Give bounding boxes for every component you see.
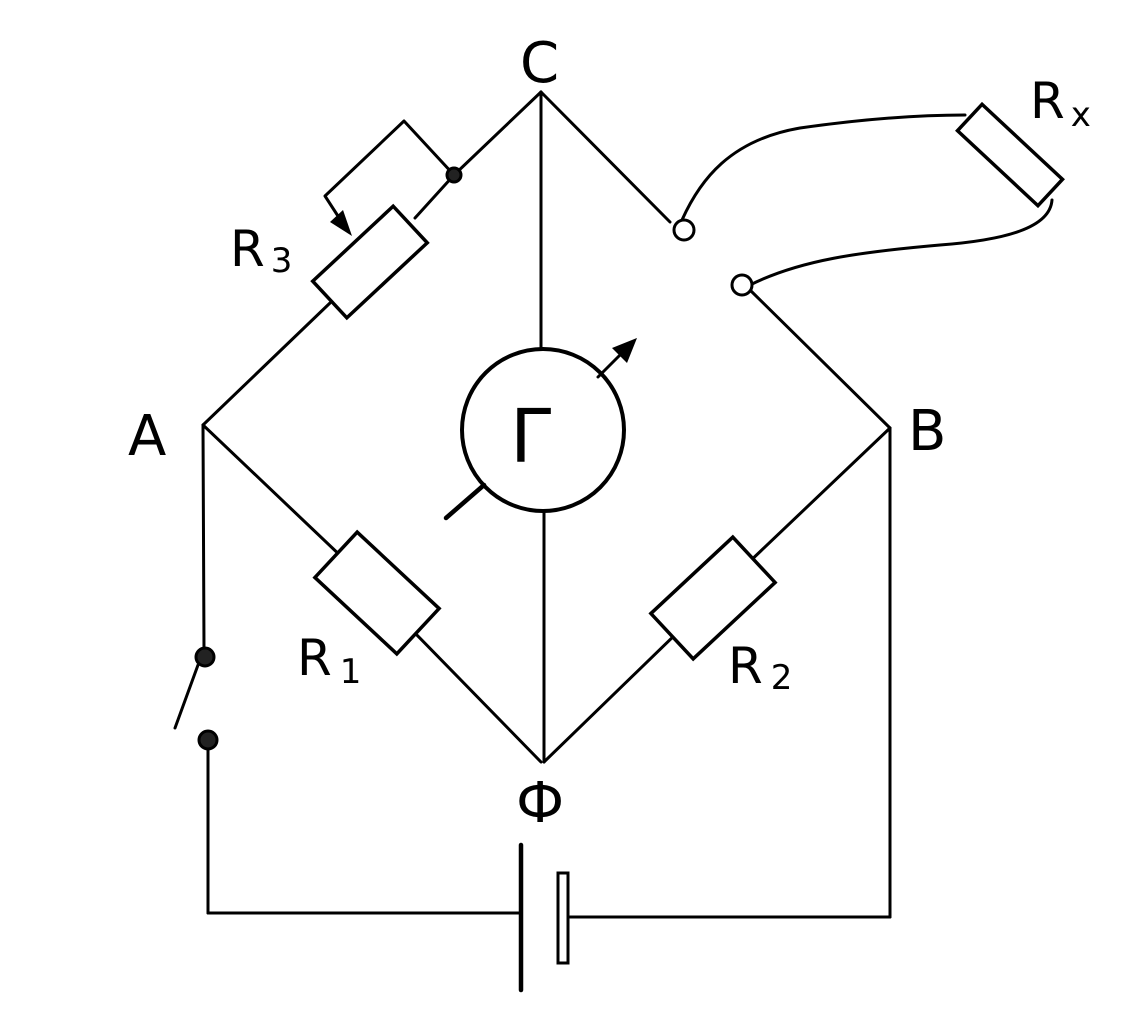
resistor-r3-label-main: R <box>230 220 265 278</box>
wire-rx-lead-bottom <box>748 198 1054 287</box>
wire-rx-terminal-b <box>748 288 892 430</box>
node-label-a: A <box>128 404 166 469</box>
rheostat-slider-arrowhead <box>330 210 352 236</box>
wire-a-switch <box>201 423 206 652</box>
galvanometer-label: Г <box>510 394 555 480</box>
resistor-rx-label-main: R <box>1030 72 1065 130</box>
rheostat-terminal <box>445 166 463 184</box>
wire-rx-lead-top <box>680 113 967 222</box>
galvanometer-needle-tail <box>443 482 487 521</box>
node-label-d: Ф <box>516 771 564 836</box>
rx-terminal-bottom <box>730 273 754 297</box>
galvanometer <box>460 347 626 513</box>
resistor-rx-label-sub: x <box>1071 95 1091 135</box>
rheostat-slider-wire <box>323 119 456 232</box>
resistor-r3-label-sub: 3 <box>271 241 293 281</box>
resistor-r2 <box>648 534 778 662</box>
battery-short-plate <box>556 871 570 965</box>
switch-terminal-bottom <box>197 729 219 751</box>
resistor-r2-label-sub: 2 <box>771 658 793 698</box>
resistor-r1-label-sub: 1 <box>340 652 362 692</box>
wire-r2-b <box>743 426 892 568</box>
node-label-b: B <box>908 399 946 464</box>
wire-r3-terminal <box>413 173 456 220</box>
resistor-r2-label-main: R <box>728 637 763 695</box>
wire-terminal-c <box>452 90 543 177</box>
node-label-c: C <box>520 31 559 96</box>
resistor-r3 <box>310 203 430 321</box>
wire-a-r3 <box>201 301 332 427</box>
rx-terminal-top <box>672 218 696 242</box>
wire-c-rx-terminal <box>539 90 672 224</box>
wire-r1-d <box>410 628 543 764</box>
switch-lever <box>173 663 200 730</box>
switch-terminal-top <box>194 646 216 668</box>
resistor-rx <box>955 101 1065 209</box>
wire-a-r1 <box>201 423 347 562</box>
galvanometer-arrowhead-icon <box>612 338 637 363</box>
wire-d-r2 <box>542 628 682 764</box>
resistor-r1-label-main: R <box>297 629 332 687</box>
resistor-r1 <box>312 529 442 657</box>
